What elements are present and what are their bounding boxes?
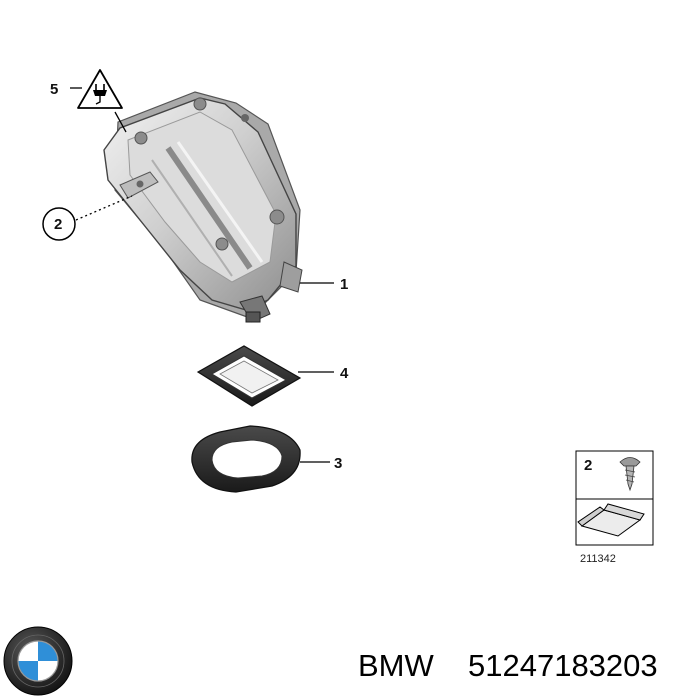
footer-part-number: 51247183203: [468, 648, 658, 683]
callout-3: 3: [334, 455, 342, 472]
callout-4: 4: [340, 365, 349, 382]
legend-box: 2 211342: [575, 450, 654, 565]
callout-2-circle: 2: [42, 207, 76, 241]
bmw-logo: [3, 626, 73, 696]
part-shape-icon: [577, 503, 645, 537]
footer-brand: BMW: [358, 648, 435, 683]
screw-icon: [619, 457, 641, 492]
legend-screw-label: 2: [584, 457, 592, 474]
callout-1: 1: [340, 276, 348, 293]
gasket-upper-part: [196, 345, 302, 407]
high-voltage-plug-warning-icon: [77, 69, 123, 109]
leader-lines: [70, 87, 334, 463]
callout-2: 2: [54, 216, 62, 233]
gasket-lower-part: [191, 425, 301, 493]
housing-part: [103, 91, 303, 323]
callout-5: 5: [50, 81, 58, 98]
reference-number: 211342: [580, 553, 616, 565]
